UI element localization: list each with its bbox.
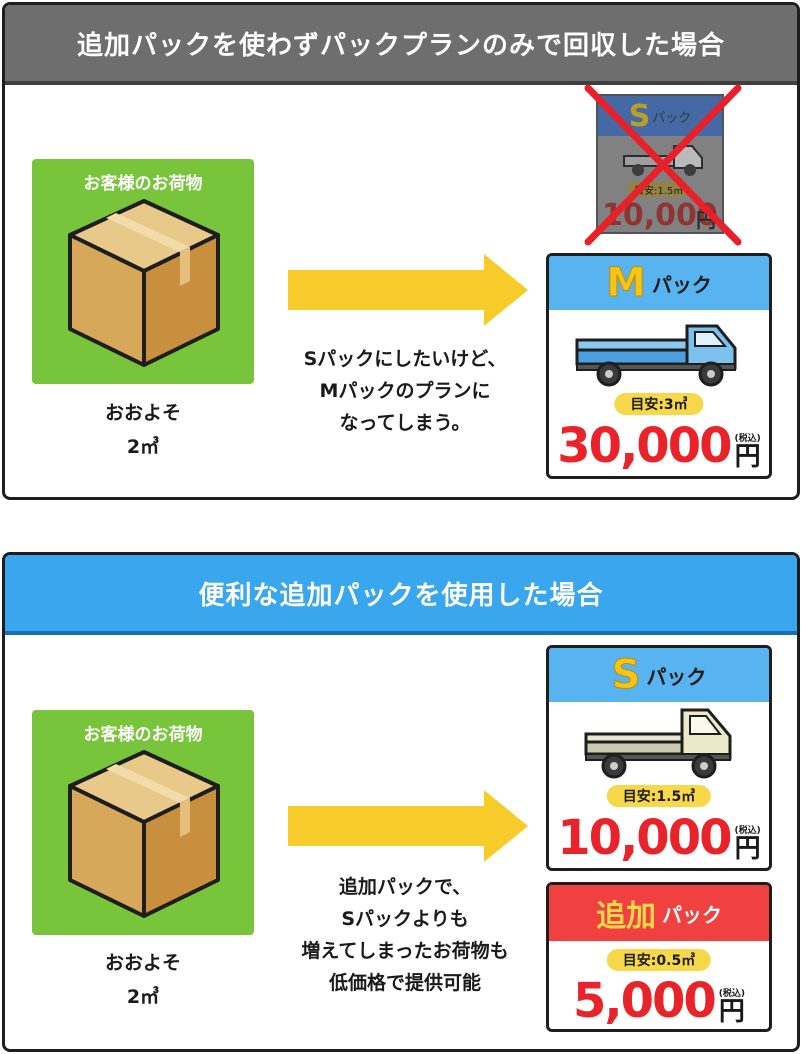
caption-line: Mパックのプランに xyxy=(319,380,491,402)
size-pill: 目安:1.5㎥ xyxy=(606,785,712,807)
card-header: M パック xyxy=(549,256,769,310)
caption-bottom: 追加パックで、 Sパックよりも 増えてしまったお荷物も 低価格で提供可能 xyxy=(275,871,535,999)
price-row: 10,000 (税込) 円 xyxy=(549,814,769,862)
right-arrow-icon xyxy=(288,790,528,862)
card-header: 追加 パック xyxy=(549,885,769,941)
cardboard-box-icon xyxy=(68,750,220,918)
yen-mark: 円 xyxy=(734,834,761,864)
pack-name: パック xyxy=(646,664,707,689)
luggage-box-panel: お客様のお荷物 xyxy=(32,159,254,384)
pack-letter: S xyxy=(611,652,641,699)
right-arrow-icon xyxy=(288,254,528,326)
size-pill: 目安:0.5㎥ xyxy=(606,949,712,971)
panel-header: 追加パックを使わずパックプランのみで回収した場合 xyxy=(5,5,797,85)
price-row: 30,000 (税込) 円 xyxy=(549,422,769,470)
m-pack-card: M パック 目安:3㎥ 30,000 (税込) 円 xyxy=(546,253,772,479)
pack-letter: M xyxy=(606,260,647,307)
price: 5,000 xyxy=(572,973,717,1029)
yen-mark: 円 xyxy=(718,997,745,1027)
pack-name: パック xyxy=(652,110,692,126)
caption-line: Sパックにしたいけど、 xyxy=(303,348,507,370)
volume-line: おおよそ xyxy=(104,952,181,974)
volume-line: おおよそ xyxy=(104,402,181,424)
luggage-box-panel: お客様のお荷物 xyxy=(32,710,254,935)
panel-header: 便利な追加パックを使用した場合 xyxy=(5,555,797,635)
caption-line: 低価格で提供可能 xyxy=(328,972,481,994)
caption-line: なってしまう。 xyxy=(339,412,471,434)
pack-letter: S xyxy=(628,98,651,134)
card-header: S パック xyxy=(549,648,769,702)
volume-value: 2㎥ xyxy=(126,986,160,1008)
tax-note: (税込) xyxy=(734,434,761,444)
caption-top: Sパックにしたいけど、 Mパックのプランに なってしまう。 xyxy=(275,343,535,439)
pack-name: パック xyxy=(651,272,712,297)
pack-letter: 追加 xyxy=(596,899,656,934)
price: 30,000 xyxy=(557,418,732,474)
s-pack-card: S パック 目安:1.5㎥ 10,000 (税込) 円 xyxy=(546,645,772,871)
volume-text: おおよそ 2㎥ xyxy=(32,946,254,1014)
cardboard-box-icon xyxy=(68,199,220,367)
luggage-label: お客様のお荷物 xyxy=(83,725,203,745)
light-truck-icon xyxy=(584,708,732,779)
volume-value: 2㎥ xyxy=(126,436,160,458)
blue-truck-icon xyxy=(575,324,737,387)
price-unit: (税込) 円 xyxy=(735,823,761,862)
tax-note: (税込) xyxy=(718,989,746,999)
tax-note: (税込) xyxy=(734,826,761,836)
caption-line: Sパックよりも xyxy=(341,908,469,930)
price: 10,000 xyxy=(557,810,732,866)
cross-out-icon xyxy=(584,84,742,246)
addon-pack-card: 追加 パック 目安:0.5㎥ 5,000 (税込) 円 xyxy=(546,882,772,1032)
size-pill: 目安:3㎥ xyxy=(614,393,704,415)
price-unit: (税込) 円 xyxy=(719,986,745,1025)
price-unit: (税込) 円 xyxy=(735,431,761,470)
price-row: 5,000 (税込) 円 xyxy=(549,977,769,1025)
yen-mark: 円 xyxy=(734,442,761,472)
truck-icon xyxy=(623,145,703,176)
luggage-label: お客様のお荷物 xyxy=(83,174,203,194)
caption-line: 増えてしまったお荷物も xyxy=(301,940,509,962)
volume-text: おおよそ 2㎥ xyxy=(32,396,254,464)
caption-line: 追加パックで、 xyxy=(338,876,472,898)
pack-name: パック xyxy=(662,902,722,927)
